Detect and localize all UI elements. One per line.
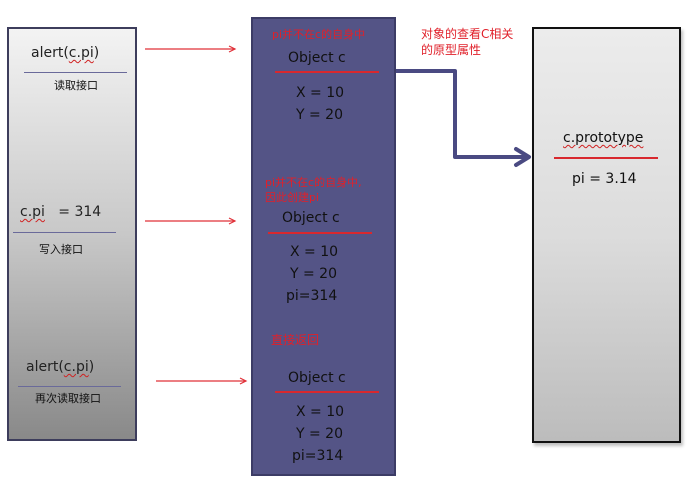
reread-arg: c.pi: [63, 359, 89, 375]
read-expression: alert(c.pi): [31, 45, 99, 61]
block2-note-line1: pi并不在c的自身中,: [265, 176, 362, 189]
block1-title: Object c: [288, 50, 346, 66]
block2-prop-pi: pi=314: [286, 288, 338, 304]
block3-prop-pi: pi=314: [292, 448, 344, 464]
read-divider: [24, 72, 127, 73]
interface-panel: [7, 27, 137, 441]
block1-prop-x: X = 10: [296, 85, 345, 101]
write-arrow: [145, 217, 237, 225]
reread-arrow: [156, 377, 248, 385]
block3-prop-y: Y = 20: [296, 426, 343, 442]
connector-note-line2: 的原型属性: [421, 43, 482, 57]
reread-prefix: alert(: [26, 359, 64, 375]
connector-note-line1: 对象的查看C相关: [421, 27, 514, 41]
block3-title: Object c: [288, 370, 346, 386]
block3-note: 直接返回: [271, 333, 320, 347]
reread-divider: [18, 386, 121, 387]
prototype-lookup-arrow: [396, 69, 531, 167]
block1-note: pi并不在c的自身中: [272, 28, 366, 41]
reread-suffix: ): [88, 359, 95, 375]
reread-expression: alert(c.pi): [26, 359, 94, 375]
read-arg: c.pi: [68, 45, 94, 61]
prototype-title-text: c.prototype: [563, 130, 644, 146]
write-divider: [13, 232, 116, 233]
prototype-panel: [532, 27, 681, 443]
prototype-title: c.prototype: [563, 130, 643, 146]
block2-title: Object c: [282, 210, 340, 226]
read-arrow: [145, 45, 237, 53]
block2-divider: [268, 232, 372, 234]
read-caption: 读取接口: [54, 79, 98, 92]
prototype-prop-pi: pi = 3.14: [572, 171, 637, 187]
reread-caption: 再次读取接口: [35, 392, 101, 405]
read-prefix: alert(: [31, 45, 69, 61]
block1-prop-y: Y = 20: [296, 107, 343, 123]
block2-prop-y: Y = 20: [290, 266, 337, 282]
write-expression: c.pi = 314: [20, 204, 101, 220]
block3-divider: [275, 391, 379, 393]
block2-prop-x: X = 10: [290, 244, 339, 260]
write-caption: 写入接口: [39, 243, 83, 256]
write-assign: = 314: [44, 204, 102, 220]
block2-note-line2: 因此创建pi: [265, 191, 320, 204]
prototype-divider: [554, 157, 658, 159]
block3-prop-x: X = 10: [296, 404, 345, 420]
read-suffix: ): [93, 45, 100, 61]
object-panel: [251, 17, 396, 476]
write-target: c.pi: [20, 204, 45, 220]
block1-divider: [275, 71, 379, 73]
